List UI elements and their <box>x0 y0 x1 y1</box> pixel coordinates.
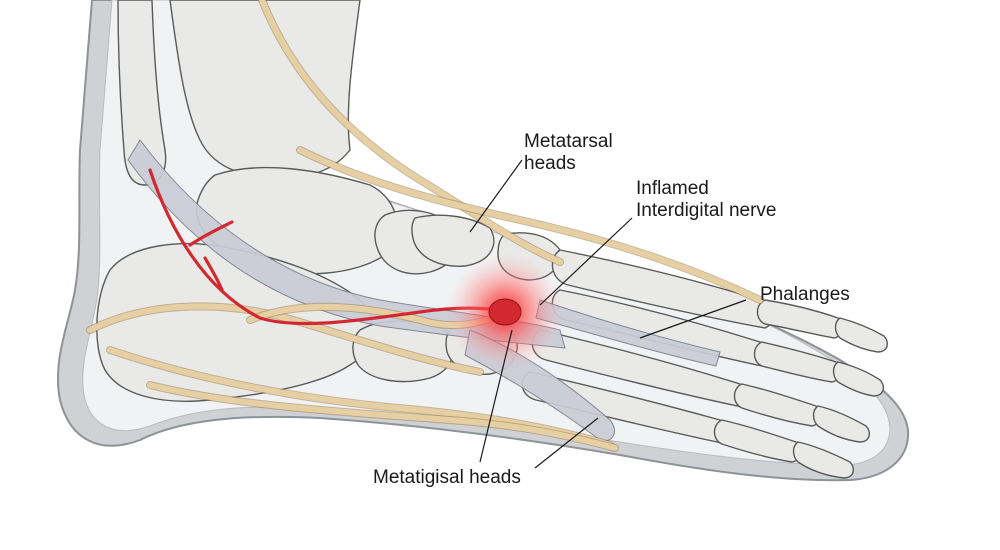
phalanx-1b <box>834 317 889 353</box>
inflamed-nerve-node <box>488 298 522 326</box>
artery-branch-1 <box>188 220 234 247</box>
phalanx-1a <box>756 299 844 339</box>
phalanx-3a <box>733 383 822 427</box>
phalanx-2a <box>753 341 842 383</box>
label-metatarsal-heads: Metatarsal heads <box>524 131 613 175</box>
label-inflamed-nerve-line2: Interdigital nerve <box>636 200 777 221</box>
leader-inflamed-nerve <box>539 217 633 306</box>
fibula-bone <box>117 0 167 186</box>
label-phalanges: Phalanges <box>760 284 850 305</box>
leader-metatigisal-heads-1 <box>479 329 513 463</box>
label-metatigisal-heads: Metatigisal heads <box>373 467 521 488</box>
leader-metatigisal-heads-2 <box>534 417 599 469</box>
leader-metatarsal-heads <box>469 159 523 233</box>
nerve-upper <box>259 0 563 265</box>
artery-branch-2 <box>203 256 224 292</box>
leader-phalanges <box>639 299 747 339</box>
nerve-plantar-2 <box>147 382 618 451</box>
label-inflamed-nerve: Inflamed Interdigital nerve <box>636 178 776 222</box>
nerve-dorsal <box>297 147 763 303</box>
phalanx-4b <box>792 441 855 479</box>
phalanx-2b <box>832 361 885 397</box>
label-metatarsal-heads-line2: heads <box>524 153 576 174</box>
phalanx-3b <box>812 405 871 443</box>
metatarsal-bone-1 <box>551 249 774 329</box>
phalanges-bones <box>713 299 889 479</box>
ligament-bundle-forefoot <box>535 299 721 367</box>
phalanx-4a <box>713 419 802 463</box>
label-metatarsal-heads-line1: Metatarsal <box>524 131 613 152</box>
label-inflamed-nerve-line1: Inflamed <box>636 178 709 199</box>
